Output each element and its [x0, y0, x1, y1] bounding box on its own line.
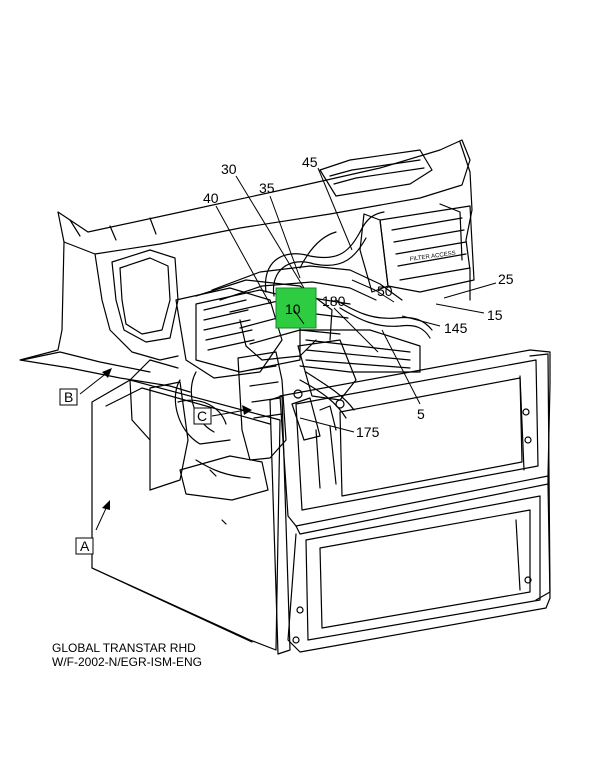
callout-180: 180: [322, 293, 346, 309]
filter-access-housing: [359, 205, 475, 293]
view-label-b: B: [64, 389, 73, 405]
callout-5: 5: [417, 406, 425, 422]
callout-35: 35: [259, 180, 275, 196]
filter-access-text: FILTER ACCESS: [409, 251, 456, 263]
arrowheads: [102, 368, 252, 510]
view-box-b[interactable]: B: [59, 388, 78, 406]
radiator-assembly: [269, 349, 551, 655]
callout-45: 45: [302, 154, 318, 170]
callout-10: 10: [285, 301, 301, 317]
callout-50: 50: [377, 283, 393, 299]
view-label-c: C: [197, 408, 207, 424]
view-box-a[interactable]: A: [75, 537, 94, 555]
callout-30: 30: [221, 161, 237, 177]
cowl-panel: [19, 139, 473, 393]
leader-lines: [79, 167, 497, 531]
callout-145: 145: [444, 320, 468, 336]
brackets: [291, 389, 345, 441]
caption-line-1: GLOBAL TRANSTAR RHD: [52, 641, 196, 655]
hoses: [264, 211, 433, 419]
highlighted-part-10[interactable]: [275, 287, 317, 329]
fan-core: [195, 289, 421, 373]
diagram-caption: GLOBAL TRANSTAR RHD W/F-2002-N/EGR-ISM-E…: [52, 641, 202, 669]
bumper-panel: [91, 359, 281, 651]
callout-175: 175: [356, 424, 380, 440]
caption-line-2: W/F-2002-N/EGR-ISM-ENG: [52, 655, 203, 669]
callout-25: 25: [498, 271, 514, 287]
callout-15: 15: [487, 307, 503, 323]
callout-40: 40: [203, 190, 219, 206]
view-label-a: A: [80, 538, 90, 554]
view-box-c[interactable]: C: [193, 407, 212, 425]
